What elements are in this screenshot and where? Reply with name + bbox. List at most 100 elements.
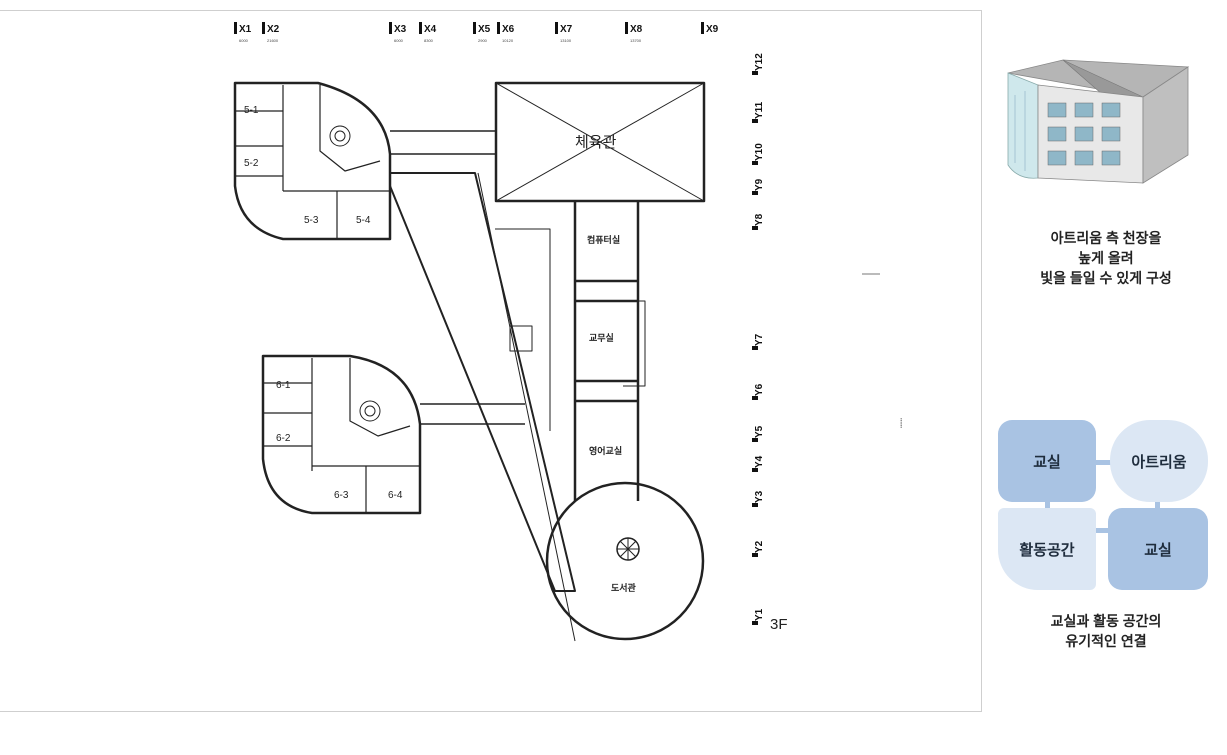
- grid-x-tick: [473, 22, 476, 34]
- grid-y-tick: [752, 346, 758, 350]
- building-3d: [1007, 59, 1190, 184]
- atrium-caption: 아트리움 측 천장을 높게 올려 빛을 들일 수 있게 구성: [1008, 228, 1204, 288]
- blob-classroom-1: 교실: [998, 420, 1096, 502]
- grid-y-label: Y4: [754, 455, 765, 468]
- corridor-lower: [420, 403, 525, 425]
- grid-x-dimension: 13700: [630, 38, 642, 43]
- grid-x-dimension: 13100: [560, 38, 572, 43]
- room-6-1: 6-1: [276, 380, 291, 391]
- grid-x-label: X5: [478, 24, 491, 35]
- connector-top: [1096, 460, 1118, 465]
- grid-y-tick: [752, 468, 758, 472]
- grid-x-label: X7: [560, 24, 573, 35]
- room-5-1: 5-1: [244, 105, 259, 116]
- room-5-2: 5-2: [244, 158, 259, 169]
- grid-y-label: Y6: [754, 383, 765, 396]
- grid-x-dimension: 6000: [394, 38, 404, 43]
- grid-y-label: Y12: [754, 53, 765, 71]
- gym-cross: [495, 82, 705, 202]
- grid-x-axis: X16000X221600X36000X48300X52900X610120X7…: [234, 22, 719, 43]
- grid-y-label: Y3: [754, 490, 765, 503]
- grid-x-dimension: 2900: [478, 38, 488, 43]
- room-6-4: 6-4: [388, 490, 403, 501]
- blob-activity: 활동공간: [998, 508, 1096, 590]
- grid-x-tick: [234, 22, 237, 34]
- grid-y-tick: [752, 161, 758, 165]
- grid-y-label: Y1: [754, 608, 765, 621]
- service-block: [573, 201, 640, 501]
- room-6-3: 6-3: [334, 490, 349, 501]
- side-mark: ⸽: [900, 418, 902, 428]
- grid-x-tick: [497, 22, 500, 34]
- atrium-illustration: [1003, 55, 1198, 185]
- grid-x-tick: [262, 22, 265, 34]
- grid-x-label: X9: [706, 24, 719, 35]
- grid-y-tick: [752, 553, 758, 557]
- grid-y-label: Y11: [754, 101, 765, 119]
- grid-y-tick: [752, 621, 758, 625]
- grid-x-tick: [625, 22, 628, 34]
- wing-5-outline: [233, 81, 392, 241]
- library-stair-spokes: [617, 538, 639, 560]
- atrium-line: [477, 172, 576, 642]
- grid-x-label: X4: [424, 24, 437, 35]
- wing-5-inner: [235, 85, 390, 239]
- grid-y-label: Y8: [754, 213, 765, 226]
- connector-bottom: [1092, 528, 1116, 533]
- grid-x-label: X6: [502, 24, 515, 35]
- room-computer: 컴퓨터실: [587, 234, 620, 245]
- blob-atrium: 아트리움: [1110, 420, 1208, 502]
- grid-y-label: Y2: [754, 540, 765, 553]
- room-gym: 체육관: [575, 134, 617, 151]
- grid-x-dimension: 21600: [267, 38, 279, 43]
- corridor-upper: [390, 130, 496, 155]
- room-6-2: 6-2: [276, 433, 291, 444]
- walls: [233, 81, 706, 642]
- atrium-caption-line3: 빛을 들일 수 있게 구성: [1040, 270, 1172, 286]
- grid-x-tick: [701, 22, 704, 34]
- atrium-caption-line1: 아트리움 측 천장을: [1050, 230, 1162, 246]
- concept-caption-line2: 유기적인 연결: [1065, 633, 1147, 649]
- room-5-3: 5-3: [304, 215, 319, 226]
- grid-x-label: X1: [239, 24, 252, 35]
- wing-6-outline: [261, 354, 422, 515]
- room-5-4: 5-4: [356, 215, 371, 226]
- floor-plan-drawing: X16000X221600X36000X48300X52900X610120X7…: [233, 22, 902, 642]
- atrium-inner: [495, 228, 551, 431]
- concept-caption: 교실과 활동 공간의 유기적인 연결: [1008, 611, 1204, 651]
- grid-x-label: X8: [630, 24, 643, 35]
- library-outline: [545, 481, 705, 641]
- wing-6-inner: [263, 358, 420, 513]
- grid-y-label: Y10: [754, 143, 765, 161]
- floor-label: 3F: [770, 616, 788, 633]
- grid-y-tick: [752, 71, 758, 75]
- atrium-caption-line2: 높게 올려: [1078, 250, 1134, 266]
- grid-y-tick: [752, 119, 758, 123]
- grid-y-tick: [752, 226, 758, 230]
- room-library: 도서관: [611, 582, 637, 593]
- blob-classroom-2: 교실: [1108, 508, 1208, 590]
- gym-outline: [494, 81, 706, 203]
- grid-x-tick: [389, 22, 392, 34]
- grid-y-tick: [752, 438, 758, 442]
- grid-x-dimension: 8300: [424, 38, 434, 43]
- concept-caption-line1: 교실과 활동 공간의: [1050, 613, 1162, 629]
- room-labels: 5-1 5-2 5-3 5-4 6-1 6-2 6-3 6-4 체육관 컴퓨터실…: [244, 105, 788, 633]
- grid-y-tick: [752, 191, 758, 195]
- concept-diagram: 교실 아트리움 활동공간 교실: [998, 420, 1210, 592]
- room-english: 영어교실: [589, 445, 622, 456]
- grid-y-label: Y5: [754, 425, 765, 438]
- atrium-slab: [389, 172, 576, 592]
- grid-x-label: X3: [394, 24, 407, 35]
- grid-x-tick: [419, 22, 422, 34]
- grid-y-tick: [752, 503, 758, 507]
- room-staff: 교무실: [589, 332, 614, 343]
- grid-y-tick: [752, 396, 758, 400]
- stair-upper: [329, 125, 351, 147]
- service-thin: [623, 300, 646, 387]
- grid-x-label: X2: [267, 24, 280, 35]
- grid-x-dimension: 6000: [239, 38, 249, 43]
- grid-y-label: Y9: [754, 178, 765, 191]
